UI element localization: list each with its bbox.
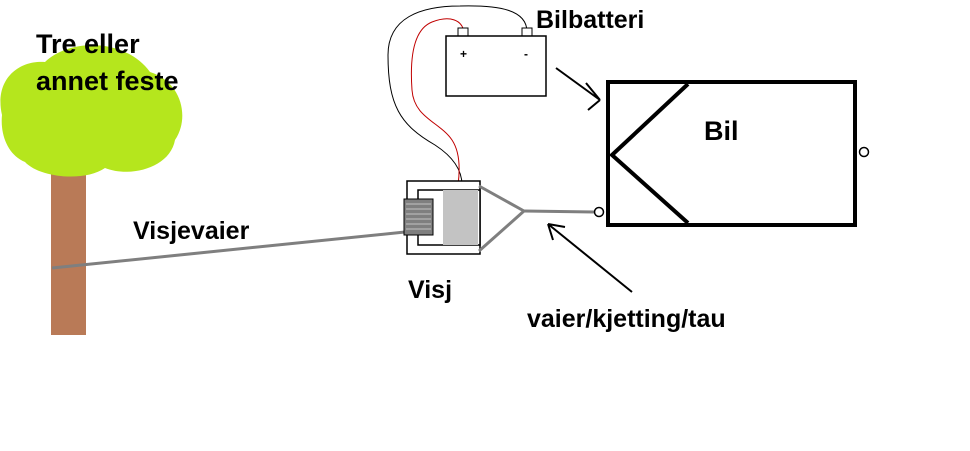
battery-negative-sign: - [524, 47, 528, 61]
anchor-label-line2: annet feste [36, 66, 179, 96]
winch-cable-label: Visjevaier [133, 217, 250, 245]
tree-foliage [0, 45, 183, 177]
winch-cable [51, 230, 406, 270]
tree-anchor [0, 45, 183, 335]
car [606, 80, 870, 227]
battery-positive-sign: + [460, 47, 467, 61]
connector-pointer-arrow [547, 223, 633, 293]
tow-hook-front [593, 206, 605, 218]
tree-trunk [51, 150, 86, 335]
battery-terminal-negative [521, 27, 533, 37]
car-front-shape [609, 82, 690, 225]
car-body [606, 80, 857, 227]
winch-label: Visj [408, 276, 452, 304]
winch-drum-coil [406, 203, 431, 230]
negative-wire [387, 5, 528, 186]
battery-terminal-positive [457, 27, 469, 37]
battery-body [445, 35, 547, 97]
battery-to-car-arrow [555, 67, 601, 111]
positive-wire [410, 18, 465, 186]
connector-label: vaier/kjetting/tau [527, 305, 726, 333]
tow-hook-rear [858, 146, 870, 158]
car-label: Bil [704, 116, 739, 146]
anchor-label-line1: Tre eller [36, 29, 140, 59]
winch-body [443, 190, 478, 245]
battery-label: Bilbatteri [536, 6, 644, 34]
winch [403, 180, 481, 255]
car-battery: + - [445, 27, 547, 97]
connector-bridle [478, 184, 595, 253]
